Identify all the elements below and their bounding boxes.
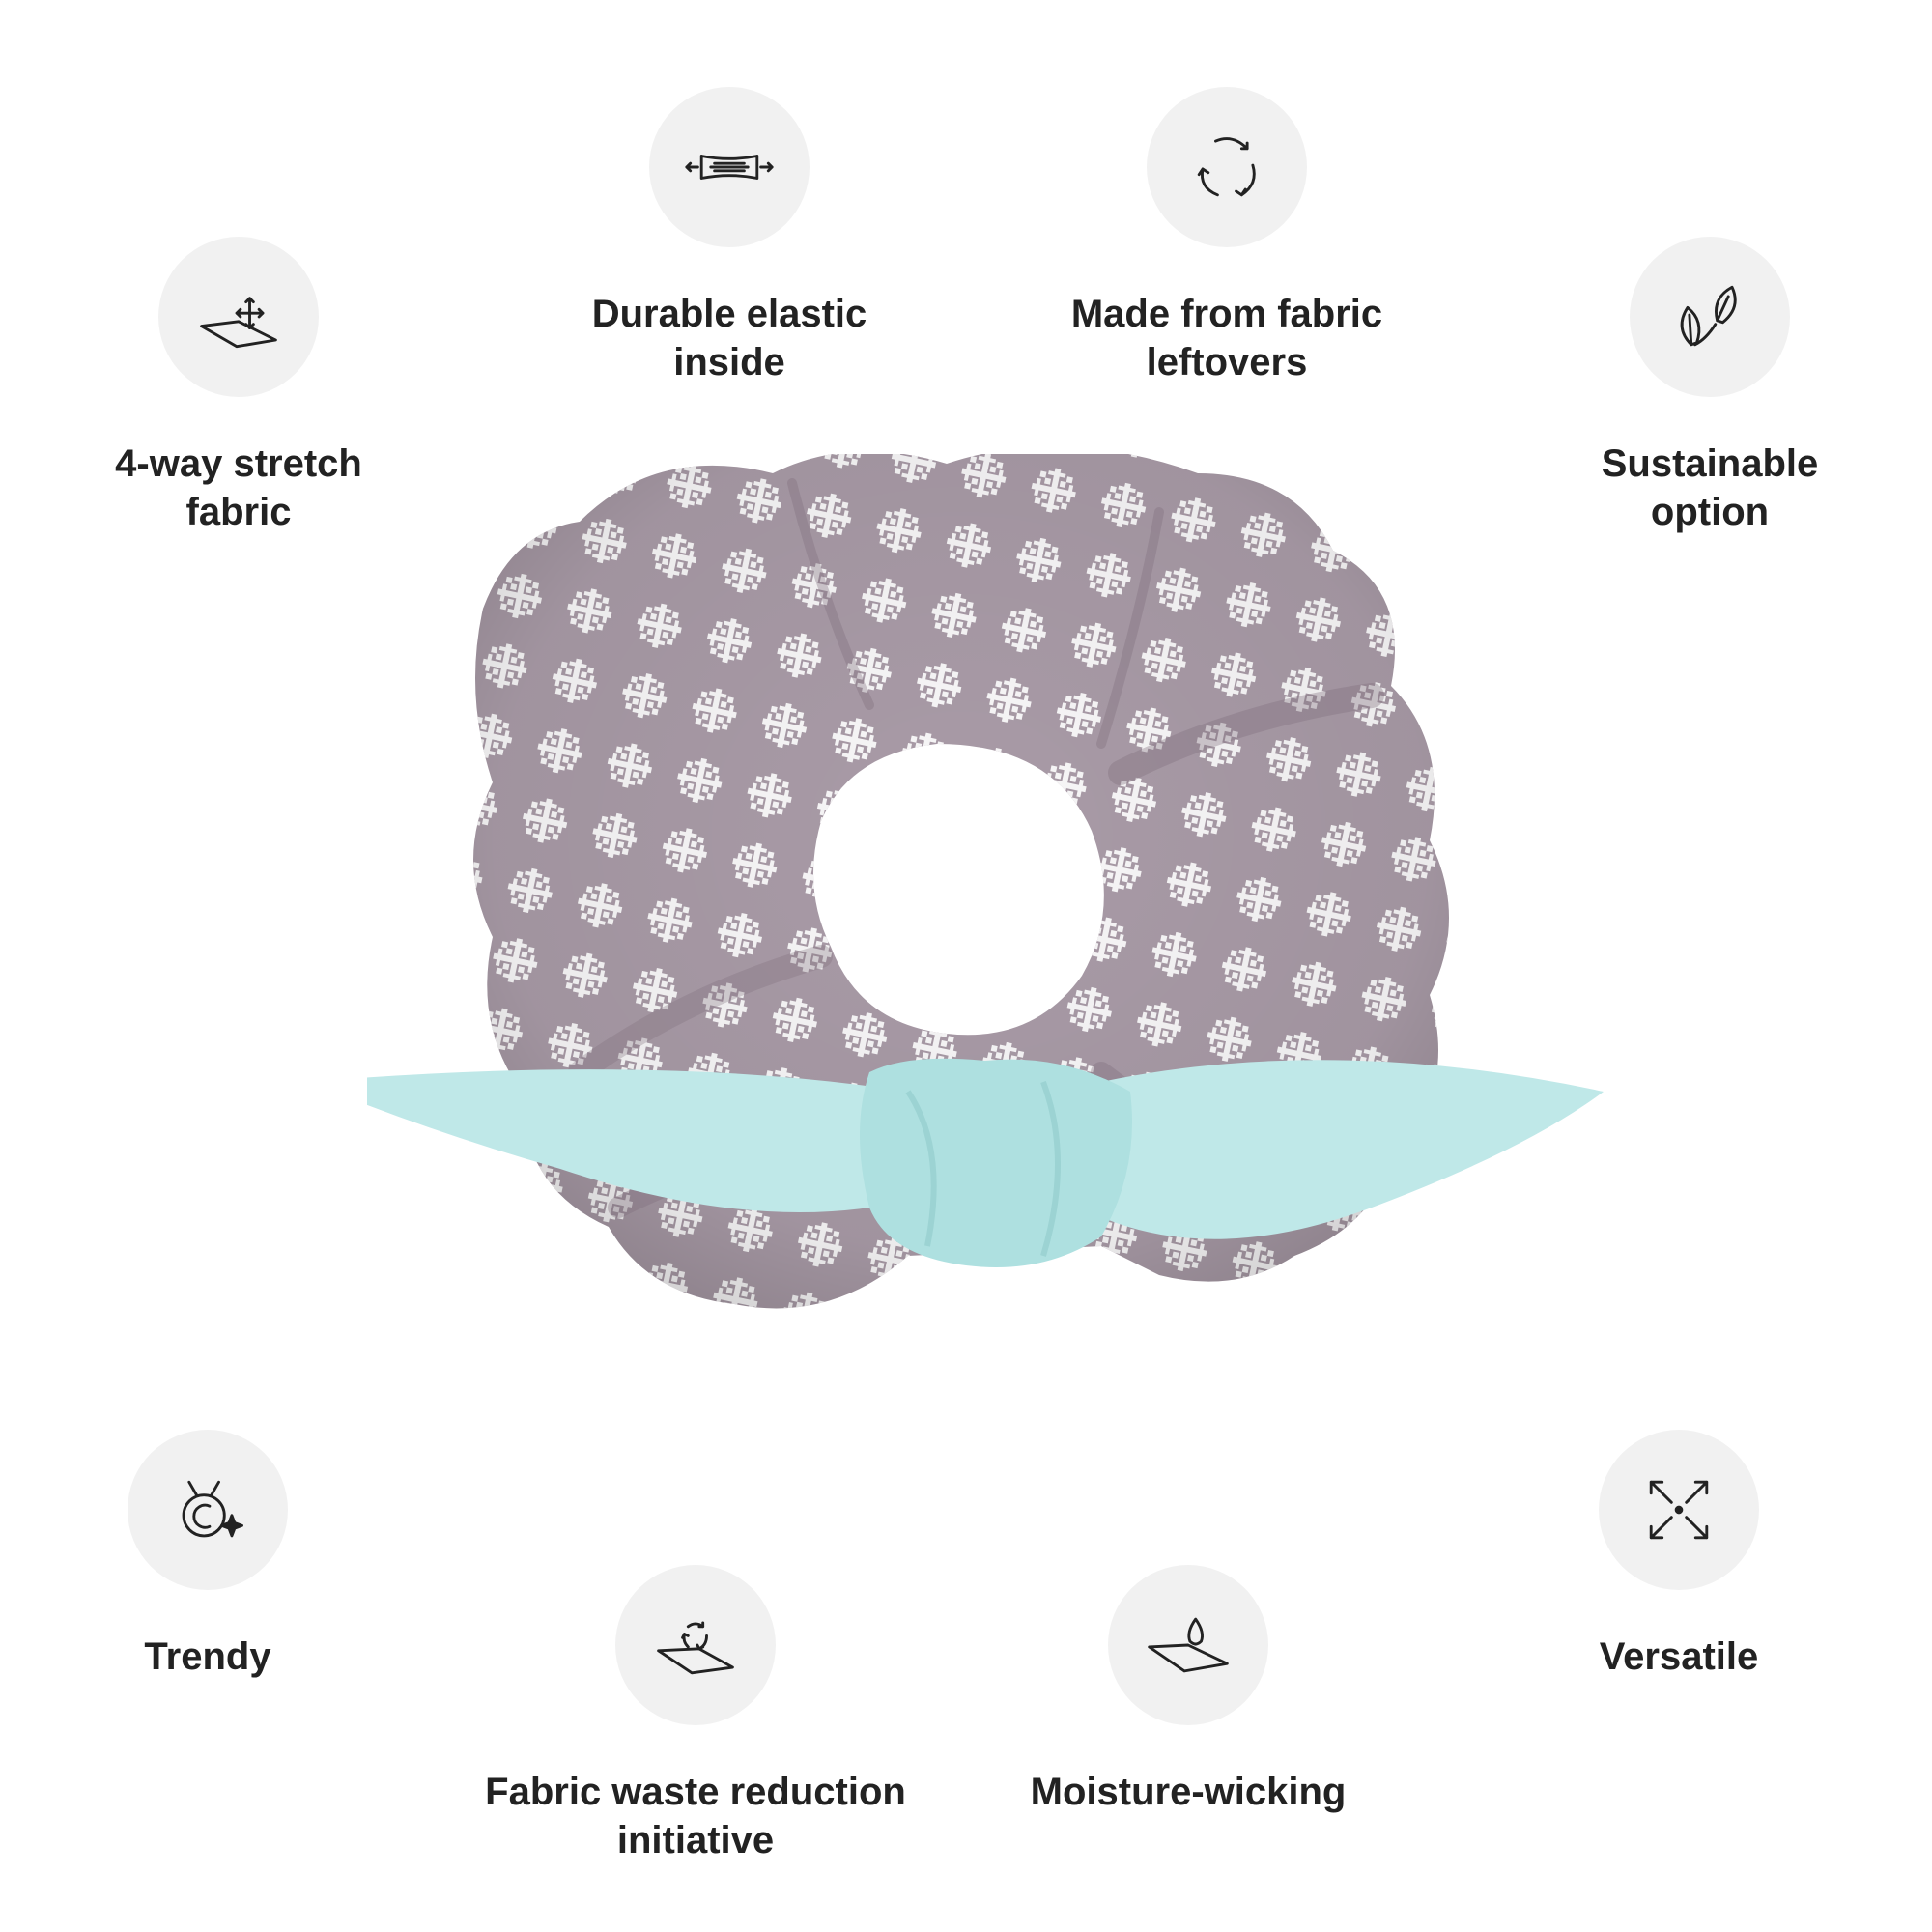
feature-label: Moisture-wicking (1030, 1771, 1347, 1813)
feature-label: Versatile (1599, 1635, 1759, 1678)
trendy-icon (128, 1430, 288, 1590)
feature-waste: Fabric waste reduction initiative (464, 1565, 927, 1864)
scrunchie-illustration (309, 446, 1604, 1309)
expand-arrows-icon (1599, 1430, 1759, 1590)
feature-sustainable: Sustainable option (1531, 237, 1889, 536)
product-image-scrunchie (309, 446, 1613, 1497)
recycle-icon (1147, 87, 1307, 247)
feature-label: Fabric waste reduction initiative (485, 1771, 906, 1861)
leaf-icon (1630, 237, 1790, 397)
feature-elastic: Durable elastic inside (551, 87, 908, 386)
feature-moisture: Moisture-wicking (1005, 1565, 1372, 1816)
feature-leftovers: Made from fabric leftovers (1024, 87, 1430, 386)
feature-label: Made from fabric leftovers (1070, 293, 1383, 384)
feature-label: Durable elastic inside (591, 293, 867, 384)
feature-versatile: Versatile (1500, 1430, 1858, 1681)
water-drop-icon (1108, 1565, 1268, 1725)
feature-label: Trendy (144, 1635, 271, 1678)
feature-stretch: 4-way stretch fabric (60, 237, 417, 536)
feature-label: Sustainable option (1601, 442, 1819, 533)
elastic-icon (649, 87, 810, 247)
feature-label: 4-way stretch fabric (115, 442, 362, 533)
feature-trendy: Trendy (29, 1430, 386, 1681)
stretch-fabric-icon (158, 237, 319, 397)
fabric-recycle-icon (615, 1565, 776, 1725)
